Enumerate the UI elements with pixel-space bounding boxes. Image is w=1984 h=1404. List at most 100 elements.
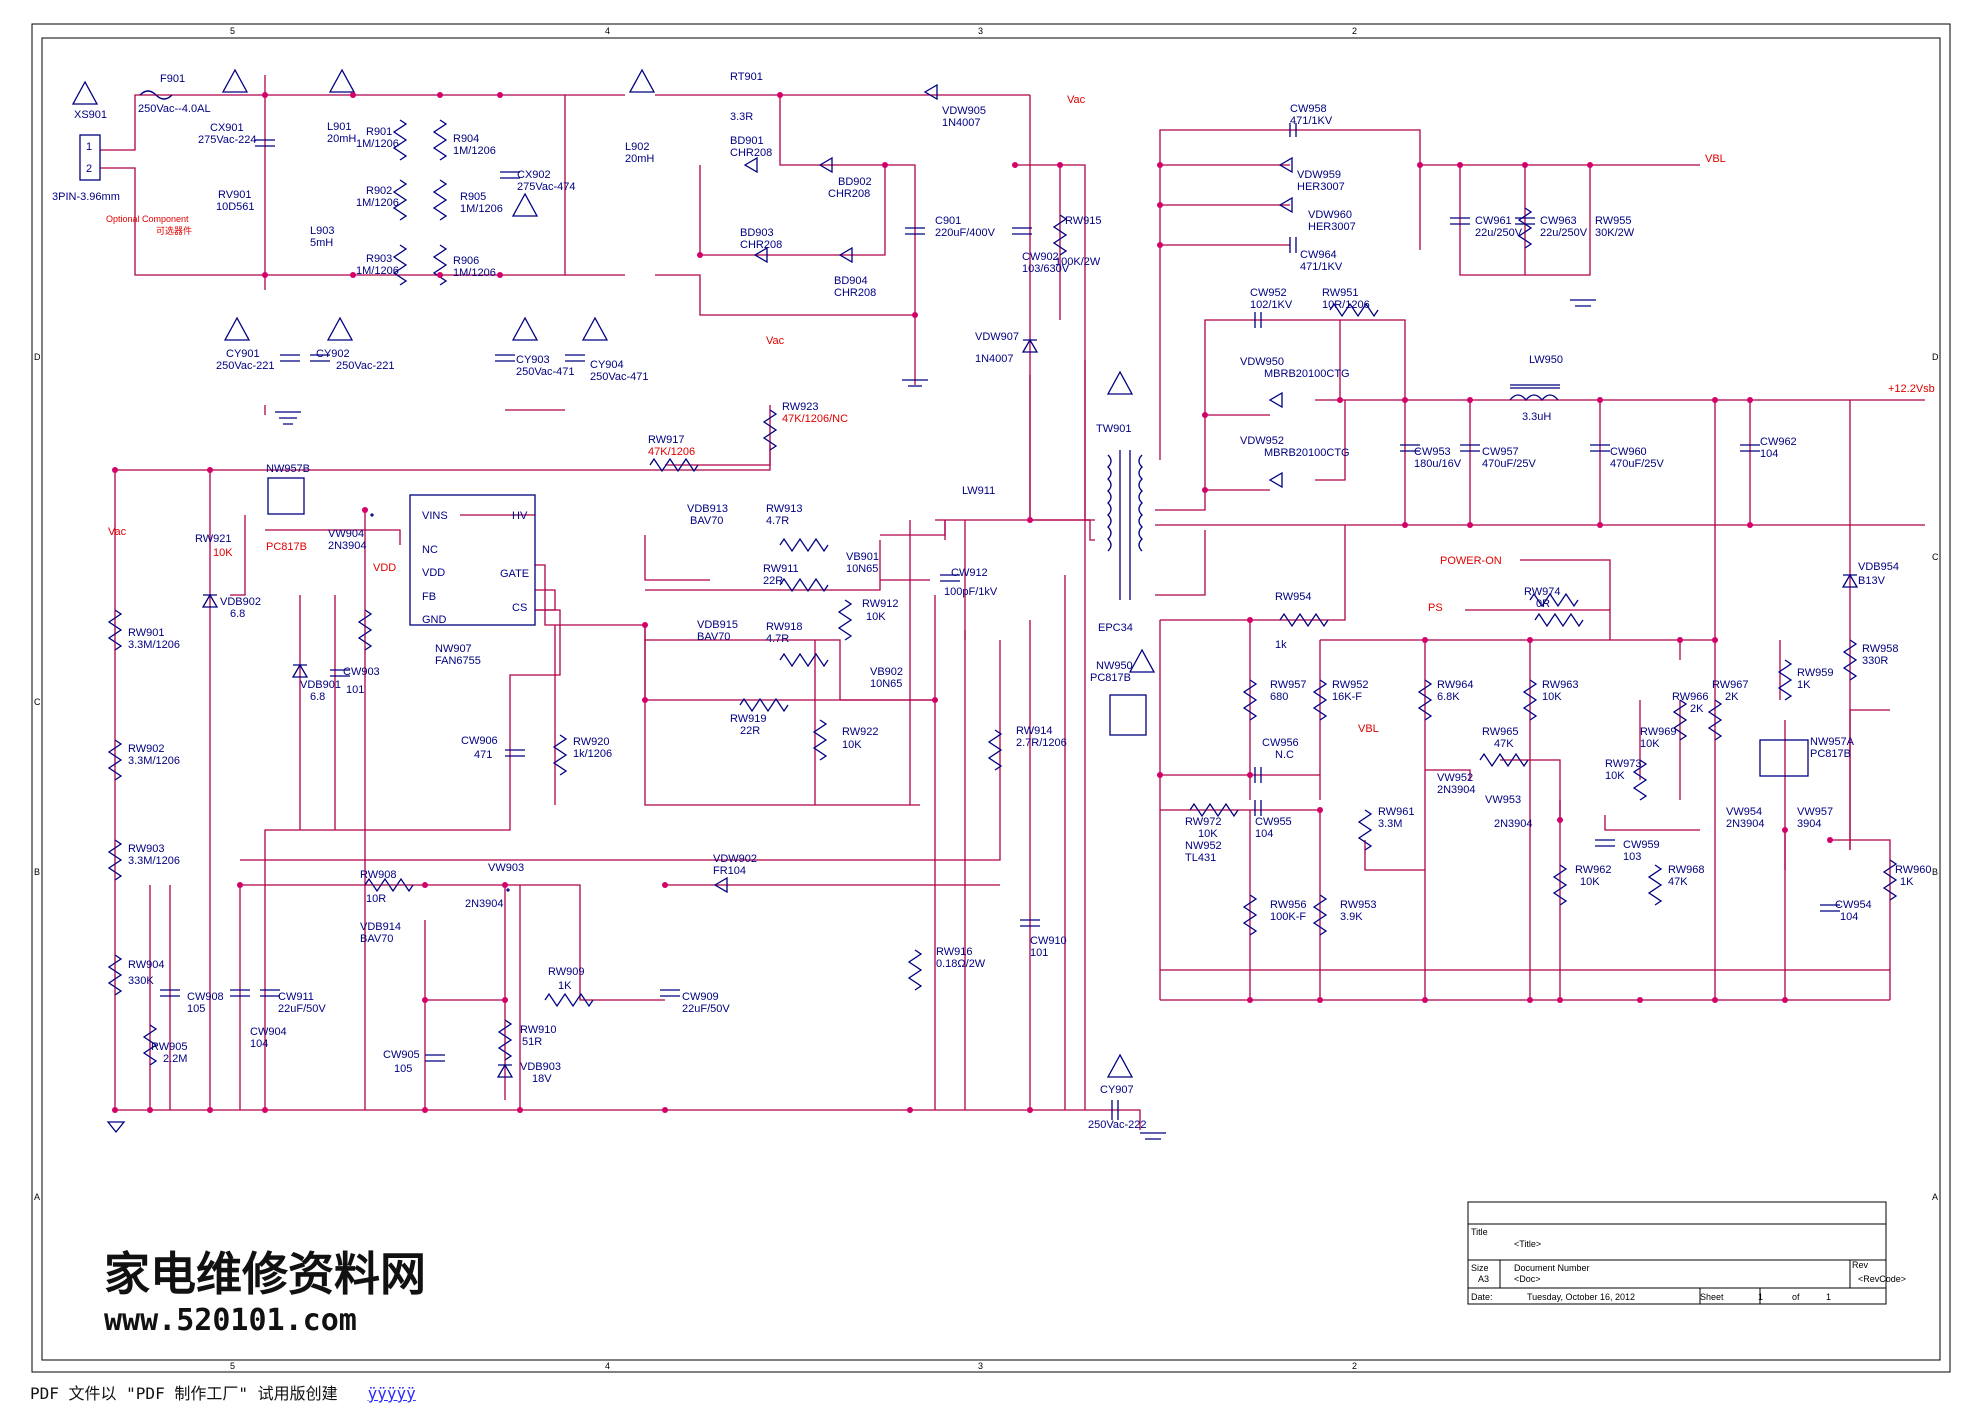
label-r901: R901 <box>366 126 392 138</box>
label-rw968-val: 47K <box>1668 876 1688 888</box>
label-rw963: RW963 <box>1542 679 1578 691</box>
label-rw954-val: 1k <box>1275 639 1287 651</box>
label-cw911: CW911 <box>278 991 314 1003</box>
label-cw908-val: 105 <box>187 1003 205 1015</box>
label-rw956: RW956 <box>1270 899 1306 911</box>
label-bd904: BD904 <box>834 275 868 287</box>
label-cw964-val: 471/1KV <box>1300 261 1343 273</box>
label-vw952-val: 2N3904 <box>1437 784 1476 796</box>
label-nw952-val: TL431 <box>1185 852 1216 864</box>
label-epc34: EPC34 <box>1098 622 1133 634</box>
watermark-url: www.520101.com <box>104 1303 357 1338</box>
label-fan6755: FAN6755 <box>435 655 481 667</box>
label-vw904-val: 2N3904 <box>328 540 367 552</box>
label-rw904: RW904 <box>128 959 164 971</box>
label-vdb913: VDB913 <box>687 503 728 515</box>
label-vdb903-val: 18V <box>532 1073 552 1085</box>
zone-top-5: 5 <box>230 26 235 36</box>
label-rw902-val: 3.3M/1206 <box>128 755 180 767</box>
label-conn-pin1: 1 <box>86 141 92 153</box>
label-rw952: RW952 <box>1332 679 1368 691</box>
label-cw956-val: N.C <box>1275 749 1294 761</box>
label-ic-hv: HV <box>512 510 528 522</box>
label-nw907: NW907 <box>435 643 472 655</box>
label-vdw950-val: MBRB20100CTG <box>1264 368 1350 380</box>
label-vdb903: VDB903 <box>520 1061 561 1073</box>
label-rw963-val: 10K <box>1542 691 1562 703</box>
label-rw961: RW961 <box>1378 806 1414 818</box>
label-cx901: CX901 <box>210 122 244 134</box>
label-cy903-val: 250Vac-471 <box>516 366 575 378</box>
label-rv901: RV901 <box>218 189 251 201</box>
label-cw906-val: 471 <box>474 749 492 761</box>
zone-side-b: B <box>34 867 40 877</box>
label-nw950-val: PC817B <box>1090 672 1131 684</box>
zone-side-a-right: A <box>1932 1192 1938 1202</box>
label-l902: L902 <box>625 141 649 153</box>
label-r903-val: 1M/1206 <box>356 265 399 277</box>
label-rw957: RW957 <box>1270 679 1306 691</box>
label-vdw960: VDW960 <box>1308 209 1352 221</box>
label-cy901-val: 250Vac-221 <box>216 360 275 372</box>
sheet-value: 1 <box>1758 1292 1763 1302</box>
label-r903: R903 <box>366 253 392 265</box>
label-rw974-val: 0R <box>1536 598 1550 610</box>
label-rw953-val: 3.9K <box>1340 911 1363 923</box>
zone-side-d-right: D <box>1932 352 1939 362</box>
label-tw901: TW901 <box>1096 423 1131 435</box>
label-cw902-val: 103/630V <box>1022 263 1070 275</box>
label-vdb902-val: 6.8 <box>230 608 245 620</box>
secondary-wiring <box>1155 129 1925 1001</box>
label-v12: +12.2Vsb <box>1888 383 1935 395</box>
label-cw961: CW961 <box>1475 215 1512 227</box>
fan6755-ic-body <box>409 494 536 626</box>
label-vdb954: VDB954 <box>1858 561 1899 573</box>
label-rw918-val: 4.7R <box>766 633 789 645</box>
label-vdw905: VDW905 <box>942 105 986 117</box>
label-vdw959: VDW959 <box>1297 169 1341 181</box>
label-rw916: RW916 <box>936 946 972 958</box>
label-vac-mid: Vac <box>766 335 785 347</box>
label-rw967-val: 2K <box>1725 691 1739 703</box>
label-rw965: RW965 <box>1482 726 1518 738</box>
zone-side-c: C <box>34 697 41 707</box>
label-rw901-val: 3.3M/1206 <box>128 639 180 651</box>
label-vb902: VB902 <box>870 666 903 678</box>
label-rw966: RW966 <box>1672 691 1708 703</box>
label-l902-val: 20mH <box>625 153 654 165</box>
label-rw913-val: 4.7R <box>766 515 789 527</box>
label-cw953: CW953 <box>1414 446 1451 458</box>
label-f901: F901 <box>160 73 185 85</box>
label-cw906: CW906 <box>461 735 498 747</box>
label-xs901: XS901 <box>74 109 107 121</box>
label-lw950: LW950 <box>1529 354 1563 366</box>
label-nw957b: NW957B <box>266 463 310 475</box>
date-value: Tuesday, October 16, 2012 <box>1527 1292 1635 1302</box>
docnum-value: <Doc> <box>1514 1274 1541 1284</box>
label-cw963: CW963 <box>1540 215 1577 227</box>
label-cw957-val: 470uF/25V <box>1482 458 1536 470</box>
label-rw952-val: 16K-F <box>1332 691 1362 703</box>
label-cw908: CW908 <box>187 991 224 1003</box>
label-l901: L901 <box>327 121 351 133</box>
label-l901-val: 20mH <box>327 133 356 145</box>
label-vdw902-val: FR104 <box>713 865 746 877</box>
label-cy903: CY903 <box>516 354 550 366</box>
zone-top-3: 3 <box>978 26 983 36</box>
label-rw951-val: 10R/1206 <box>1322 299 1370 311</box>
label-cw905-val: 105 <box>394 1063 412 1075</box>
label-rw920: RW920 <box>573 736 609 748</box>
label-rw973: RW973 <box>1605 758 1641 770</box>
watermark-chinese: 家电维修资料网 <box>104 1247 426 1301</box>
label-rw921: RW921 <box>195 533 231 545</box>
label-f901-val: 250Vac--4.0AL <box>138 103 211 115</box>
label-cy904: CY904 <box>590 359 624 371</box>
label-vbl: VBL <box>1705 153 1726 165</box>
label-bd904-val: CHR208 <box>834 287 876 299</box>
label-r902: R902 <box>366 185 392 197</box>
label-vdd: VDD <box>373 562 396 574</box>
footer-link[interactable]: ÿÿÿÿÿ <box>367 1384 416 1403</box>
label-nw957a-val: PC817B <box>1810 748 1851 760</box>
outer-frame <box>31 23 1951 1373</box>
label-vdw950: VDW950 <box>1240 356 1284 368</box>
